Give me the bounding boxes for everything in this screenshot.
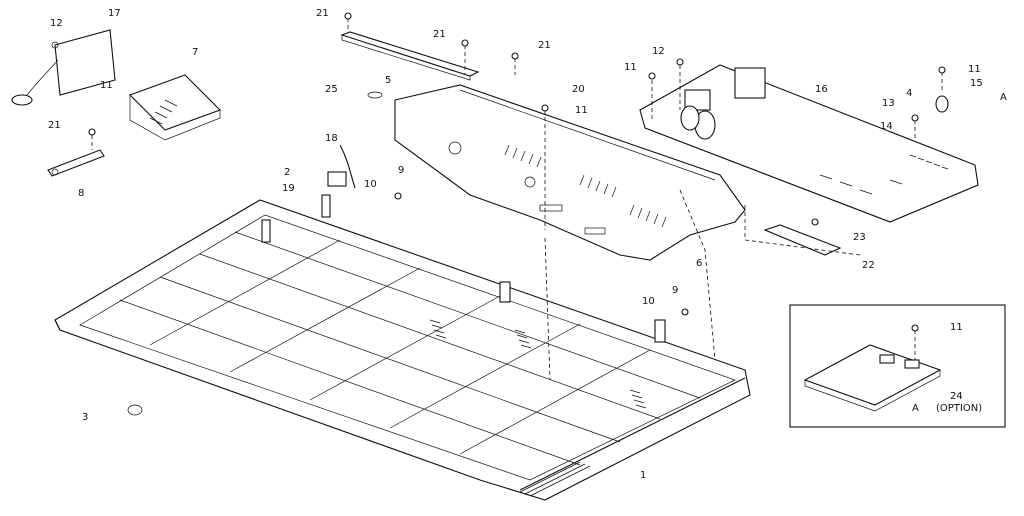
small-bracket — [744, 205, 861, 256]
callout-25: 25 — [325, 84, 338, 95]
callout-10a: 10 — [364, 179, 377, 190]
callout-6: 6 — [696, 258, 702, 269]
callout-12b: 12 — [652, 46, 665, 57]
callout-labels: 1 2 3 4 5 6 7 8 9 9 10 10 11 11 11 11 11… — [48, 8, 1007, 481]
callout-10b: 10 — [642, 296, 655, 307]
shield-plate — [394, 84, 746, 261]
callout-14: 14 — [880, 121, 893, 132]
callout-9b: 9 — [672, 285, 678, 296]
callout-15: 15 — [970, 78, 983, 89]
callout-1: 1 — [640, 470, 646, 481]
main-pcb — [639, 64, 979, 223]
callout-11a: 11 — [100, 80, 113, 91]
reference-a-inset: A — [912, 403, 919, 414]
clamp-part-8 — [47, 149, 105, 177]
callout-17: 17 — [108, 8, 121, 19]
callout-18: 18 — [325, 133, 338, 144]
reference-a-top: A — [1000, 92, 1007, 103]
foot-part-3 — [127, 404, 143, 416]
callout-8: 8 — [78, 188, 84, 199]
callout-21b: 21 — [433, 29, 446, 40]
callout-12a: 12 — [50, 18, 63, 29]
long-bracket — [340, 31, 480, 81]
callout-5: 5 — [385, 75, 391, 86]
callout-13: 13 — [882, 98, 895, 109]
callout-23: 23 — [853, 232, 866, 243]
callout-11b: 11 — [575, 105, 588, 116]
callout-24: 24 — [950, 391, 963, 402]
washer-part-25 — [367, 91, 383, 99]
screw-leaders — [91, 18, 943, 381]
callout-2: 2 — [284, 167, 290, 178]
callout-21d: 21 — [48, 120, 61, 131]
callout-22: 22 — [862, 260, 875, 271]
callout-21a: 21 — [316, 8, 329, 19]
callout-20: 20 — [572, 84, 585, 95]
cable-assembly — [11, 29, 116, 106]
option-label: (OPTION) — [936, 403, 982, 414]
callout-21c: 21 — [538, 40, 551, 51]
callout-9a: 9 — [398, 165, 404, 176]
callout-11e: 11 — [950, 322, 963, 333]
callout-16: 16 — [815, 84, 828, 95]
callout-4: 4 — [906, 88, 912, 99]
screws — [88, 12, 949, 316]
callout-7: 7 — [192, 47, 198, 58]
callout-3: 3 — [82, 412, 88, 423]
bracket-part-7 — [129, 74, 221, 141]
base-frame — [54, 194, 751, 501]
callout-11c: 11 — [624, 62, 637, 73]
callout-11d: 11 — [968, 64, 981, 75]
option-inset — [789, 304, 1006, 428]
cable-part-18 — [327, 144, 356, 189]
callout-19: 19 — [282, 183, 295, 194]
